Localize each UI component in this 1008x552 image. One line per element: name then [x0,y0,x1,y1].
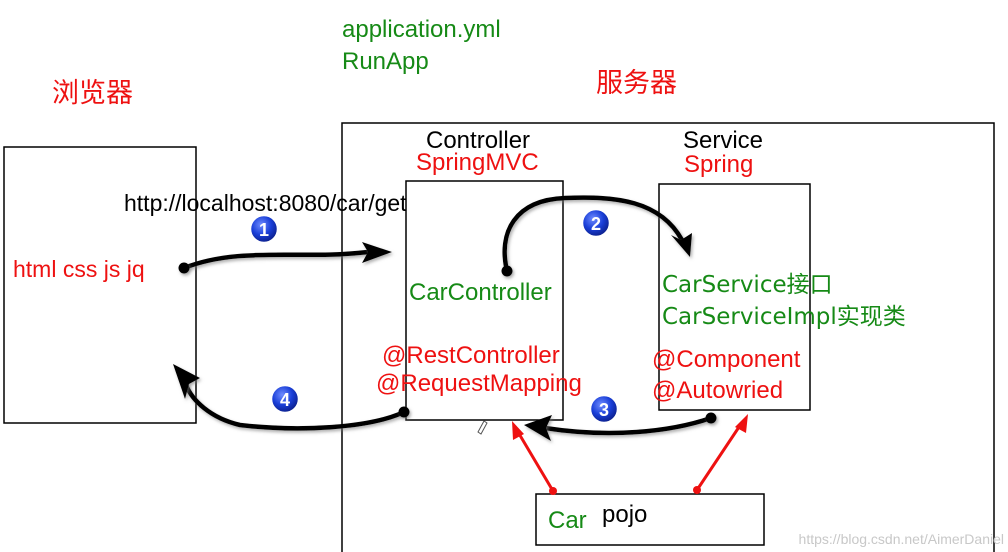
flow-arrow-4-head [173,364,200,399]
flow-arrow-2-head [671,233,692,257]
pojo-to-service-head [735,414,748,433]
pojo-class-name: Car [548,507,587,534]
flow-arrow-2 [502,195,685,274]
flow-arrow-1 [181,249,371,271]
step-badge-4-label: 4 [280,390,290,410]
pojo-to-controller-head [512,421,524,440]
controller-annotation-rest: @RestController [382,342,560,369]
pojo-to-controller-start-dot [549,487,557,495]
watermark: https://blog.csdn.net/AimerDaniel [799,531,1004,547]
pojo-box [535,493,765,546]
server-box [341,122,995,552]
browser-tech: html css js jq [13,256,145,282]
config-file-runapp: RunApp [342,48,429,75]
step-badge-2: 2 [580,207,612,239]
flow-arrow-3 [542,415,714,436]
pencil-cursor-icon [477,420,488,435]
flow-arrow-2-start-dot [501,265,513,277]
controller-class-name: CarController [409,279,552,306]
step-badge-3: 3 [588,393,620,425]
controller-framework: SpringMVC [416,149,539,176]
pojo-label: pojo [602,501,647,528]
service-framework: Spring [684,151,753,178]
browser-box [3,146,197,424]
step-badge-1-label: 1 [259,220,269,240]
service-label: Service [683,127,763,154]
controller-box [405,180,564,421]
config-file-application-yml: application.yml [342,16,501,43]
pojo-to-service-arrow [695,422,743,492]
server-title: 服务器 [596,68,677,99]
step-badge-1: 1 [248,213,280,245]
flow-arrow-1-head [362,242,392,263]
step-badge-4: 4 [269,383,301,415]
service-annotation-autowired: @Autowried [652,377,783,404]
step-badge-3-label: 3 [599,400,609,420]
pojo-to-controller-arrow [516,430,555,493]
flow-arrow-4 [183,382,407,431]
browser-title: 浏览器 [52,78,133,109]
service-box [658,183,811,411]
flow-arrow-3-head [524,415,552,441]
pojo-to-service-start-dot [693,486,701,494]
service-annotation-component: @Component [652,346,801,373]
step-badge-2-label: 2 [591,214,601,234]
request-url: http://localhost:8080/car/get [124,190,407,216]
flow-arrow-1-start-dot [178,262,190,274]
controller-annotation-mapping: @RequestMapping [376,370,582,397]
service-impl-name: CarServiceImpl实现类 [662,304,906,330]
controller-label: Controller [426,127,530,154]
flow-arrow-3-start-dot [705,412,717,424]
flow-arrow-4-start-dot [398,406,410,418]
service-interface-name: CarService接口 [662,272,833,298]
